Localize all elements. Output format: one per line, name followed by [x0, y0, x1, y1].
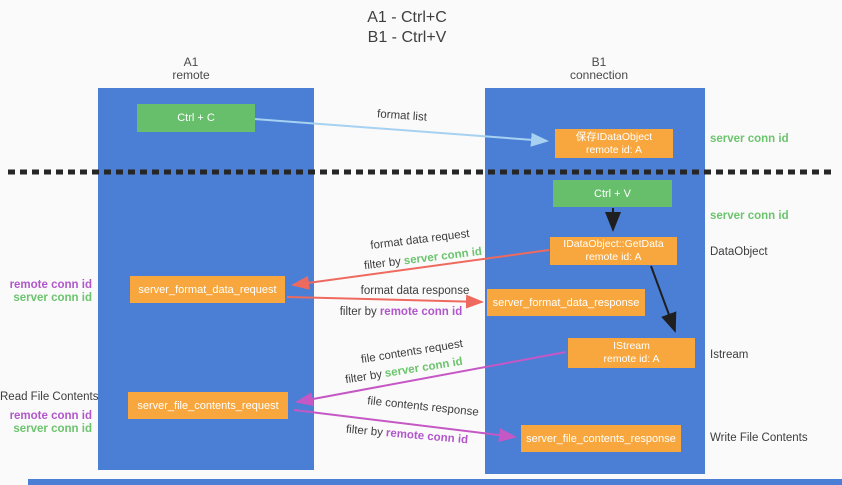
- label-remote-conn-id-left-top: remote conn id: [9, 279, 92, 291]
- box-istream-line2: remote id: A: [603, 353, 660, 365]
- bottom-blue-strip: [28, 479, 842, 485]
- filter-by-text: filter by: [339, 306, 377, 318]
- label-server-conn-id-left-bottom: server conn id: [13, 423, 92, 435]
- label-format-data-response: format data response: [360, 285, 470, 297]
- box-server-format-data-request-label: server_format_data_request: [138, 283, 277, 296]
- label-server-conn-id-right-2: server conn id: [710, 210, 789, 222]
- box-ctrl-c-label: Ctrl + C: [177, 112, 215, 124]
- box-server-file-contents-request: server_file_contents_request: [128, 392, 288, 419]
- column-b1-subtitle: connection: [569, 68, 629, 82]
- column-b1-header: B1 connection: [570, 56, 628, 82]
- label-read-file-contents: Read File Contents: [0, 391, 99, 403]
- box-istream: IStream remote id: A: [568, 338, 695, 368]
- diagram-title-line2: B1 - Ctrl+V: [367, 29, 447, 46]
- filter-by-text: filter by: [363, 255, 402, 273]
- label-remote-conn-id-left-bottom: remote conn id: [9, 410, 92, 422]
- box-server-file-contents-response-label: server_file_contents_response: [526, 432, 676, 445]
- remote-conn-id-text: remote conn id: [385, 427, 469, 447]
- column-a1-header: A1 remote: [172, 56, 209, 82]
- arrow-format-data-response: [286, 294, 484, 309]
- box-istream-line1: IStream: [613, 340, 650, 352]
- label-format-list: format list: [376, 108, 428, 124]
- box-ctrl-c: Ctrl + C: [137, 104, 255, 132]
- diagram-title: A1 - Ctrl+C B1 - Ctrl+V: [367, 8, 447, 48]
- label-server-conn-id-right-1: server conn id: [710, 133, 789, 145]
- label-istream: Istream: [710, 349, 749, 361]
- column-a1-subtitle: remote: [172, 68, 210, 82]
- box-idataobject-getdata-line2: remote id: A: [585, 251, 642, 263]
- label-dataobject: DataObject: [710, 246, 768, 258]
- box-save-idataobject-line2: remote id: A: [585, 143, 642, 156]
- box-ctrl-v: Ctrl + V: [553, 180, 672, 207]
- diagram-title-line1: A1 - Ctrl+C: [367, 9, 447, 26]
- column-a1-name: A1: [183, 55, 199, 69]
- server-conn-id-text: server conn id: [403, 245, 483, 268]
- label-write-file-contents: Write File Contents: [710, 432, 808, 444]
- filter-by-text: filter by: [345, 423, 384, 439]
- box-save-idataobject: 保存IDataObject remote id: A: [555, 129, 673, 158]
- box-server-format-data-response: server_format_data_response: [487, 289, 645, 316]
- box-server-file-contents-request-label: server_file_contents_request: [137, 399, 279, 412]
- box-idataobject-getdata-line1: IDataObject::GetData: [563, 238, 664, 250]
- remote-conn-id-text: remote conn id: [379, 306, 463, 318]
- box-idataobject-getdata: IDataObject::GetData remote id: A: [550, 237, 677, 265]
- box-server-format-data-response-label: server_format_data_response: [492, 296, 640, 309]
- label-server-conn-id-left-top: server conn id: [13, 292, 92, 304]
- label-file-contents-response: file contents response: [366, 395, 480, 419]
- column-b1-name: B1: [591, 55, 607, 69]
- box-server-format-data-request: server_format_data_request: [130, 276, 285, 303]
- box-save-idataobject-line1: 保存IDataObject: [575, 130, 653, 143]
- box-ctrl-v-label: Ctrl + V: [594, 187, 631, 200]
- box-server-file-contents-response: server_file_contents_response: [521, 425, 681, 452]
- filter-by-text: filter by: [344, 368, 383, 387]
